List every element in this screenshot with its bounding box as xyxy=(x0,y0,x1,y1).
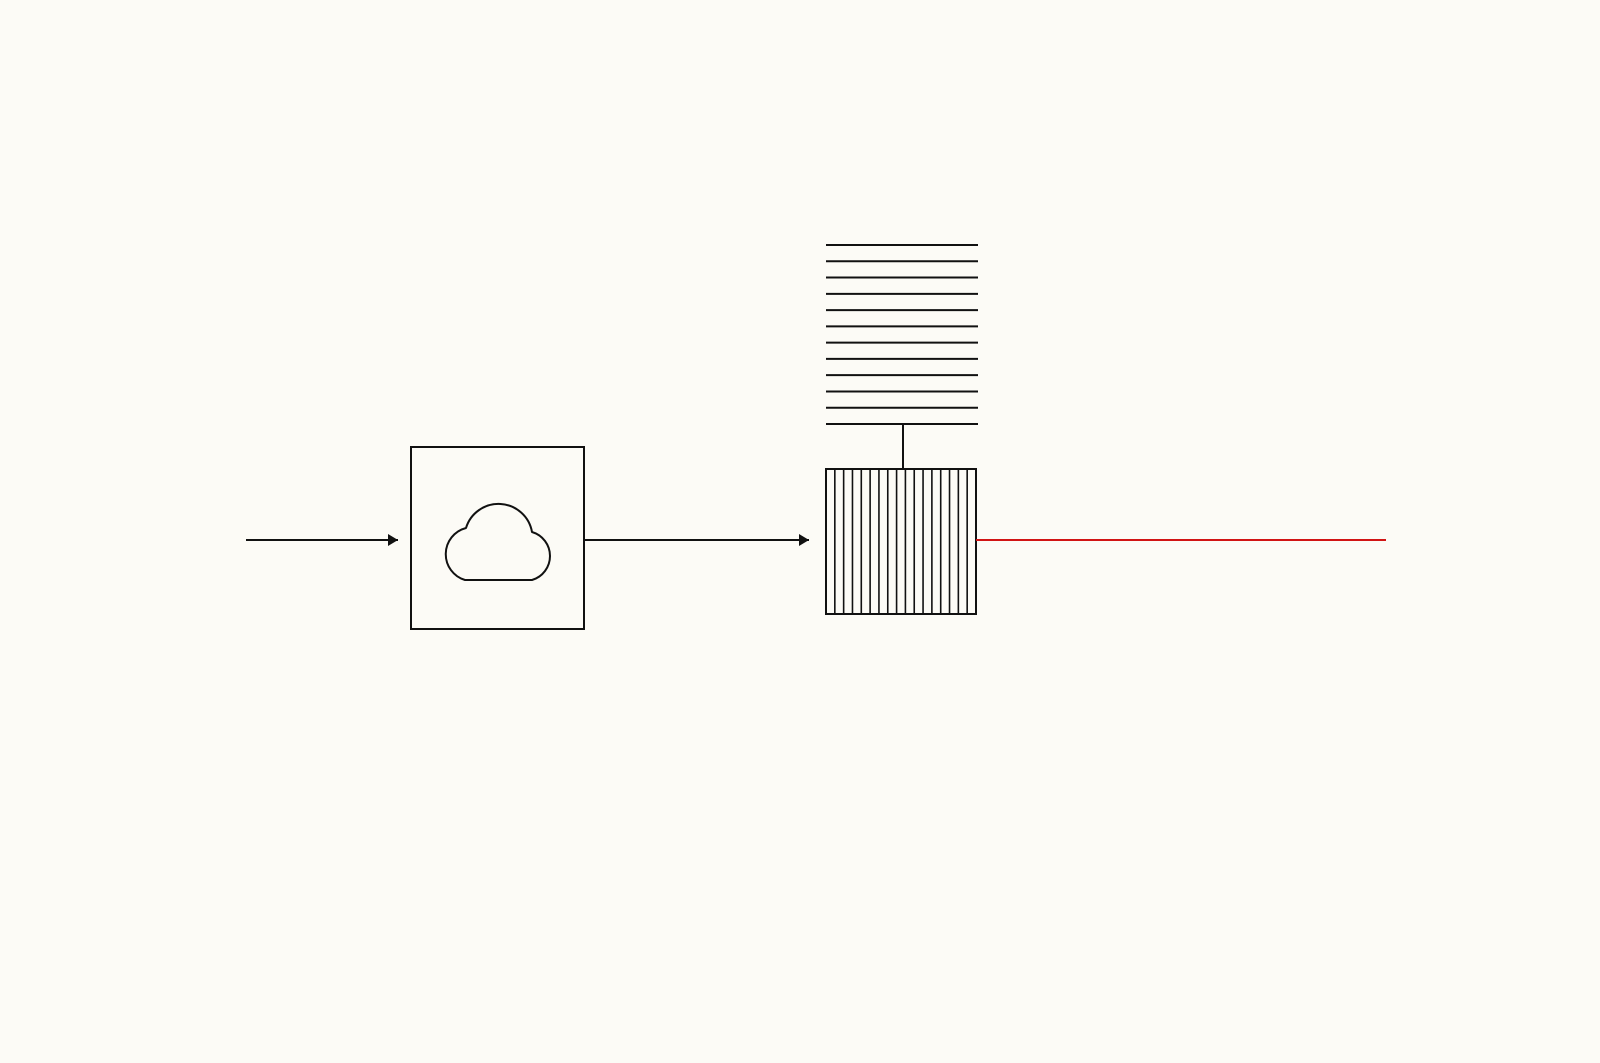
horizontal-lines-stack xyxy=(826,244,978,425)
cloud-icon xyxy=(444,502,551,581)
striped-block xyxy=(825,468,977,615)
striped-block-frame xyxy=(825,468,977,615)
vertical-stripes xyxy=(834,469,968,614)
cloud-box xyxy=(410,446,585,630)
cloud-box-frame xyxy=(410,446,585,630)
